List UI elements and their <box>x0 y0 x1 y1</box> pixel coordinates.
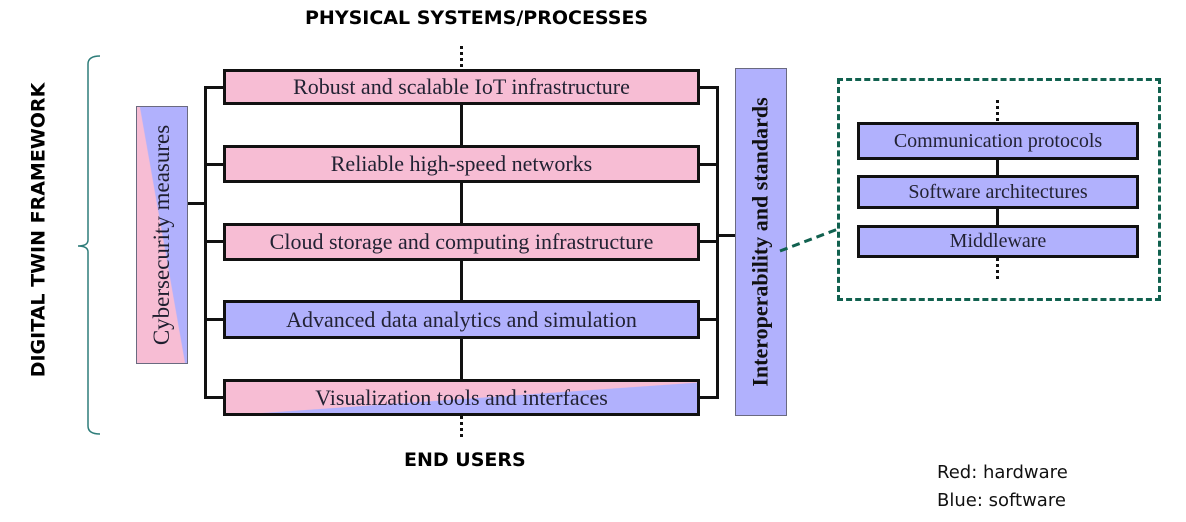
detail-label: Middleware <box>949 230 1047 252</box>
top-dotted-connector <box>460 46 463 70</box>
legend: Red: hardware Blue: software <box>937 459 1068 515</box>
callout-connector <box>779 227 839 253</box>
left-bus-tick <box>204 396 226 399</box>
right-bus-tick <box>697 240 719 243</box>
layer-label: Reliable high-speed networks <box>330 151 593 176</box>
right-bus-tick <box>697 86 719 89</box>
detail-software-architectures: Software architectures <box>857 175 1139 209</box>
left-bus-tick <box>204 240 226 243</box>
left-bus-tick <box>204 318 226 321</box>
framework-label: DIGITAL TWIN FRAMEWORK <box>27 82 49 378</box>
legend-software: Blue: software <box>937 490 1066 511</box>
layer-label: Cloud storage and computing infrastructu… <box>269 229 654 254</box>
detail-label: Communication protocols <box>893 129 1103 152</box>
bottom-label: END USERS <box>404 449 526 471</box>
detail-middleware: Middleware <box>857 225 1139 258</box>
detail-communication-protocols: Communication protocols <box>857 122 1139 160</box>
top-label: PHYSICAL SYSTEMS/PROCESSES <box>305 7 649 29</box>
layer-iot-infrastructure: Robust and scalable IoT infrastructure <box>223 69 700 105</box>
right-column-connector <box>716 234 736 237</box>
left-column-connector <box>187 202 207 205</box>
detail-label: Software architectures <box>908 180 1088 203</box>
layer-label: Advanced data analytics and simulation <box>286 306 637 332</box>
interoperability-label: Interoperability and standards <box>748 97 773 387</box>
layer-label: Robust and scalable IoT infrastructure <box>293 74 630 99</box>
right-bus-tick <box>697 163 719 166</box>
framework-bracket <box>77 55 101 435</box>
cybersecurity-column: Cybersecurity measures <box>136 106 188 364</box>
detail-bottom-dotted <box>996 258 999 282</box>
right-bus-tick <box>697 396 719 399</box>
layer-label: Visualization tools and interfaces <box>315 384 608 410</box>
layer-cloud-storage: Cloud storage and computing infrastructu… <box>223 223 700 261</box>
interoperability-column: Interoperability and standards <box>735 68 787 416</box>
right-bus-tick <box>697 318 719 321</box>
left-bus-tick <box>204 163 226 166</box>
layer-data-analytics: Advanced data analytics and simulation <box>223 300 700 339</box>
cybersecurity-label: Cybersecurity measures <box>149 124 174 346</box>
detail-top-dotted <box>996 100 999 124</box>
left-bus-tick <box>204 86 226 89</box>
layer-visualization: Visualization tools and interfaces <box>223 379 700 416</box>
layer-networks: Reliable high-speed networks <box>223 145 700 183</box>
bottom-dotted-connector <box>460 416 463 440</box>
legend-hardware: Red: hardware <box>937 462 1068 483</box>
interoperability-detail-panel <box>837 78 1161 301</box>
